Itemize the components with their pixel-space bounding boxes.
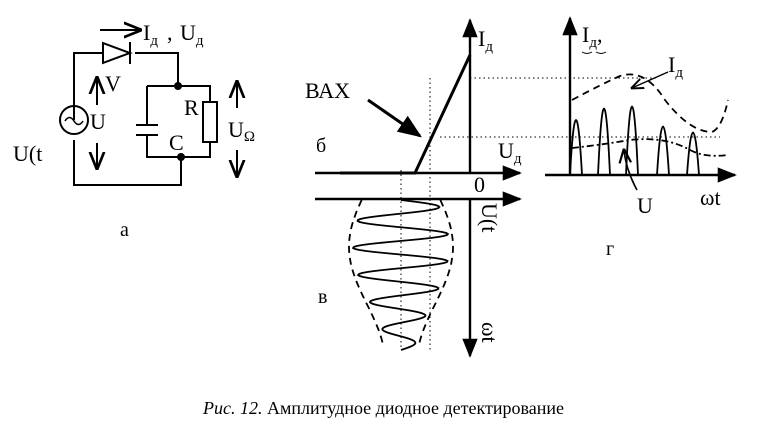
figure-reference: Рис. 12. [203,398,263,418]
vax-current-axis-label: Iд [478,26,493,55]
source-voltage-label: U [90,109,106,134]
output-voltage-label: U [637,193,653,218]
output-time-axis-label: ωt [700,185,721,210]
vax-title: ВАХ [305,78,350,103]
capacitor-label: C [169,130,184,155]
load-voltage-label: UΩ [228,117,255,145]
input-envelope-right [418,199,454,345]
figure-caption-text: Амплитудное диодное детектирование [267,398,564,418]
output-axis-label: Iд, [582,22,602,51]
vax-pointer-arrow-icon [367,98,422,138]
circuit-wire-top-right [135,52,179,86]
input-axis-label: U(t [477,203,502,232]
resistor-label: R [184,95,199,120]
output-diagram [545,16,737,191]
circuit-wire-bottom [73,140,182,186]
circuit-node-bottom [177,153,185,161]
circuit-node-top [174,82,182,90]
input-envelope-left [348,199,384,345]
vax-origin-label: 0 [474,172,485,197]
output-current-pointer-icon [632,71,669,88]
diode-triangle [102,41,133,65]
resistor [202,101,218,143]
diode-current-label: Iд [143,20,158,49]
panel-label-g: г [606,238,614,260]
panel-label-a: а [120,219,129,241]
output-voltage-pointer-icon [624,150,638,191]
vax-voltage-axis-label: Uд [498,138,522,167]
input-signal-wave [351,199,450,351]
source-label: U(t [13,141,42,166]
panel-label-v: в [318,286,327,308]
time-axis-label-vax: ωt [477,322,502,343]
ac-source-circle [59,105,89,135]
diode-comma: , [167,20,173,45]
current-pulses [569,105,700,176]
diode-voltage-label: Uд [180,20,204,49]
output-axis-decoration [581,51,607,54]
ac-source-tilde-icon [64,116,84,126]
vax-diagram [315,18,720,358]
output-current-envelope [571,73,729,133]
vax-curve [340,54,472,175]
circuit-wire-top-left [73,52,103,120]
output-voltage-curve [571,138,729,157]
diode-label: V [105,71,121,96]
circuit-diagram [59,30,237,186]
panel-label-b: б [316,135,326,157]
figure-caption: Рис. 12. Амплитудное диодное детектирова… [0,398,767,419]
output-current-label: Iд [668,52,683,81]
